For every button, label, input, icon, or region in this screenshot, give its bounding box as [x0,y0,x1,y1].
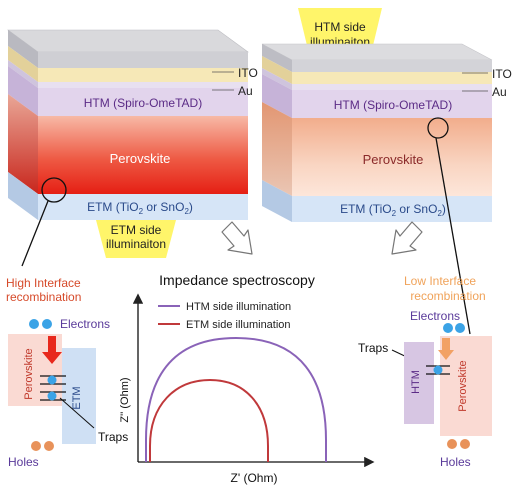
left-etm-layer [38,194,248,220]
right-etm-side [262,180,292,222]
left-band-title-2: recombination [6,290,81,304]
right-stack-top-face [261,43,493,61]
right-flow-arrow [391,221,423,255]
left-magnifier-pointer [21,200,49,267]
left-au-layer [38,68,248,82]
y-axis-label: Z'' (Ohm) [119,377,131,422]
right-band-htm-block [404,342,434,424]
left-recombination-arrow [42,336,62,364]
right-band-perovskite-label: Perovskite [457,360,469,411]
left-holes-label: Holes [8,455,39,469]
left-electron-dot-1 [29,319,39,329]
right-ito-layer [292,60,492,72]
right-perovskite-layer [292,118,492,196]
right-ito-label: ITO [492,67,512,81]
right-electron-dot-1 [443,323,453,333]
right-interface-magnifier [427,117,449,139]
left-electrons-label: Electrons [60,317,110,331]
left-band-title-1: High Interface [6,276,81,290]
left-band-etm-label: ETM [71,386,83,409]
right-band-title-2: recombination [410,289,485,303]
left-htm-side [8,66,38,116]
right-au-layer [292,72,492,84]
right-etm-layer [292,196,492,222]
right-htm-side [262,74,292,118]
left-traps-pointer [59,397,95,429]
left-hole-dot-1 [31,441,41,451]
etm-curve [149,378,269,462]
left-light-beam [96,220,176,258]
left-au-side [8,46,38,82]
flow-arrows [221,221,423,255]
right-band-htm-label: HTM [410,370,422,394]
right-device-stack: HTM side illuminaiton ITO Au HTM (Spiro-… [261,8,512,335]
left-device-stack: ITO Au HTM (Spiro-OmeTAD) Perovskite ETM… [7,29,258,267]
right-au-side [262,56,292,84]
left-perovskite-side [8,94,38,194]
left-thin-side [8,60,38,88]
left-trapped-electron-2 [47,391,57,401]
left-electron-dot-2 [42,319,52,329]
right-perovskite-label: Perovskite [363,152,424,167]
right-htm-layer [292,90,492,118]
left-band-diagram: High Interface recombination Electrons P… [6,276,128,469]
htm-curve [145,336,327,462]
left-perovskite-label: Perovskite [110,151,171,166]
right-electron-dot-2 [455,323,465,333]
right-magnifier-pointer [435,137,471,335]
left-htm-label: HTM (Spiro-OmeTAD) [84,96,202,110]
right-band-diagram: Low Interface recombination Electrons Tr… [358,274,492,469]
right-hole-dot-1 [447,439,457,449]
left-etm-side [8,172,38,220]
right-transfer-arrow [438,338,454,360]
plot-title: Impedance spectroscopy [159,272,315,288]
left-light-label-2: illuminaiton [106,237,166,251]
left-ito-label: ITO [238,66,258,80]
right-ito-side [262,44,292,72]
impedance-plot: Impedance spectroscopy HTM side illumina… [119,272,375,485]
legend-htm-label: HTM side illumination [186,301,291,313]
left-band-perovskite-label: Perovskite [23,348,35,399]
left-perovskite-layer [38,116,248,194]
right-etm-label: ETM (TiO2 or SnO2) [340,202,446,218]
left-ito-side [8,30,38,68]
left-traps-label: Traps [98,430,128,444]
left-hole-dot-2 [44,441,54,451]
left-htm-layer [38,88,248,116]
right-thin-band [292,84,492,90]
x-axis-label: Z' (Ohm) [231,471,278,485]
left-flow-arrow [221,221,253,255]
right-thin-side [262,68,292,90]
right-htm-label: HTM (Spiro-OmeTAD) [334,98,452,112]
right-band-title-1: Low Interface [404,274,476,288]
left-stack-top-face [7,29,249,53]
left-light-label-1: ETM side [111,223,162,237]
left-thin-band [38,82,248,88]
right-electrons-label: Electrons [410,309,460,323]
right-holes-label: Holes [440,455,471,469]
right-au-label: Au [492,85,507,99]
left-ito-layer [38,52,248,68]
left-trapped-electron-1 [47,375,57,385]
legend-etm-label: ETM side illumination [186,319,291,331]
left-band-etm-block [62,348,96,444]
right-light-label-1: HTM side [314,20,366,34]
right-trapped-electron [433,365,443,375]
right-perovskite-side [262,102,292,196]
left-interface-magnifier [41,177,67,203]
left-etm-label: ETM (TiO2 or SnO2) [87,200,193,216]
right-hole-dot-2 [460,439,470,449]
left-au-label: Au [238,84,253,98]
right-traps-label: Traps [358,341,388,355]
